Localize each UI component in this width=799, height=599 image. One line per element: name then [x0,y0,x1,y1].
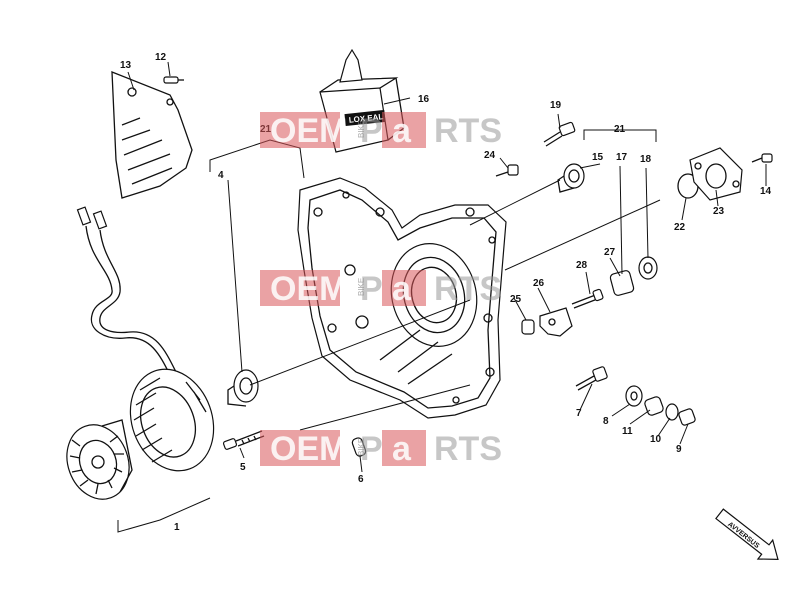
plug-9-part [678,408,696,426]
callout-6: 6 [358,474,364,485]
callout-15: 15 [592,152,604,163]
plug-11-part [644,396,664,416]
washer-10-part [665,403,679,421]
bushing-17-part [609,270,635,296]
watermark-a-1: a [392,112,412,150]
dowel-6-part [351,437,367,457]
screw-5-part [222,430,265,450]
callout-labels: 12 13 16 21 19 21 24 15 17 18 4 14 23 22… [120,52,772,533]
screw-12-part [163,76,184,84]
callout-10: 10 [650,434,662,445]
callout-1: 1 [174,522,180,533]
watermark-bike-1: BIKE [357,120,366,138]
callout-13: 13 [120,60,132,71]
watermark-p-2: P [360,270,383,308]
watermark-bottom: OEM BIKE P a RTS [260,430,502,468]
leader-lines [117,61,767,533]
callout-27: 27 [604,247,616,258]
callout-26: 26 [533,278,545,289]
callout-28: 28 [576,260,588,271]
callout-7: 7 [576,408,582,419]
bolt-7-part [575,366,608,391]
screw-14-part [751,153,773,163]
watermark-rts-3: RTS [434,430,502,468]
watermark-rts-2: RTS [434,270,502,308]
watermark-top: OEM BIKE P a RTS [260,112,502,150]
screw-28-part [571,288,604,309]
sealant-label: LOX EAL [348,112,384,125]
watermark-rts-1: RTS [434,112,502,150]
callout-4: 4 [218,170,224,181]
stator-part [129,368,215,472]
watermark-bike-3: BIKE [357,438,366,456]
watermark-a-3: a [392,430,412,468]
watermark-oem-1: OEM [270,112,347,150]
bearing-4-part [227,369,259,407]
callout-19: 19 [550,100,562,111]
screw-24-part [495,164,519,177]
callout-9: 9 [676,444,682,455]
callout-16: 16 [418,94,430,105]
seal-15-part [557,163,585,193]
direction-arrow: AVVERSUS [715,508,779,561]
callout-18: 18 [640,154,652,165]
callout-11: 11 [622,426,633,437]
wiring-harness-part [76,206,177,376]
callout-5: 5 [240,462,246,473]
side-cover-part [111,71,193,199]
watermark-middle: OEM BIKE P a RTS [260,270,502,308]
rotor-part [66,419,133,500]
callout-25: 25 [510,294,522,305]
watermark-oem-2: OEM [270,270,347,308]
callout-23: 23 [713,206,725,217]
callout-22: 22 [674,222,686,233]
watermark-p-1: P [360,112,383,150]
seal-18-part [638,256,658,280]
spacer-25-part [521,319,535,335]
bracket-26-part [539,307,573,337]
washer-8-part [625,385,643,407]
watermark-a-2: a [392,270,412,308]
watermark-oem-3: OEM [270,430,347,468]
screw-19-part [543,121,576,147]
cover-plate-23-part [689,147,743,201]
callout-14: 14 [760,186,772,197]
callout-12: 12 [155,52,167,63]
callout-8: 8 [603,416,609,427]
callout-24: 24 [484,150,496,161]
callout-21-right: 21 [614,124,626,135]
callout-17: 17 [616,152,628,163]
watermark-bike-2: BIKE [357,278,366,296]
watermark-p-3: P [360,430,383,468]
